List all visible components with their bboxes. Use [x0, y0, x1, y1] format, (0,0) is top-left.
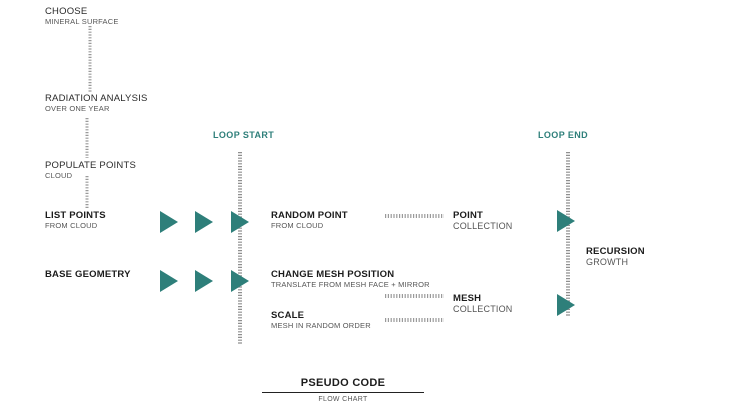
node-random-point: RANDOM POINT FROM CLOUD — [271, 210, 348, 230]
arrow-base-1 — [160, 270, 178, 292]
node-radiation: RADIATION ANALYSIS OVER ONE YEAR — [45, 93, 148, 113]
arrow-loop-end-point — [557, 210, 575, 232]
node-scale-title: SCALE — [271, 310, 305, 321]
node-recursion-title: RECURSION — [586, 246, 645, 257]
node-list-points: LIST POINTS FROM CLOUD — [45, 210, 106, 230]
node-populate-subtitle: CLOUD — [45, 171, 73, 180]
node-choose: CHOOSE MINERAL SURFACE — [45, 6, 119, 26]
arrow-loop-end-mesh — [557, 294, 575, 316]
node-populate-title: POPULATE POINTS — [45, 160, 136, 171]
node-recursion: RECURSION GROWTH — [586, 246, 645, 268]
node-random-point-subtitle: FROM CLOUD — [271, 221, 324, 230]
node-list-points-title: LIST POINTS — [45, 210, 106, 221]
node-radiation-subtitle: OVER ONE YEAR — [45, 104, 110, 113]
node-choose-title: CHOOSE — [45, 6, 88, 17]
node-point-title: POINT — [453, 210, 484, 221]
node-change-mesh-title: CHANGE MESH POSITION — [271, 269, 395, 280]
node-base-geometry: BASE GEOMETRY — [45, 269, 131, 280]
loop-end-label: LOOP END — [538, 130, 589, 140]
node-scale: SCALE MESH IN RANDOM ORDER — [271, 310, 371, 330]
arrow-list-1 — [160, 211, 178, 233]
node-recursion-subtitle: GROWTH — [586, 257, 629, 267]
node-change-mesh: CHANGE MESH POSITION TRANSLATE FROM MESH… — [271, 269, 430, 289]
node-mesh: MESH COLLECTION — [453, 293, 513, 315]
node-radiation-title: RADIATION ANALYSIS — [45, 93, 148, 104]
arrow-base-3 — [231, 270, 249, 292]
footer-subtitle: FLOW CHART — [318, 396, 368, 403]
node-change-mesh-subtitle: TRANSLATE FROM MESH FACE + MIRROR — [271, 280, 430, 289]
node-choose-subtitle: MINERAL SURFACE — [45, 17, 119, 26]
node-random-point-title: RANDOM POINT — [271, 210, 348, 221]
loop-start-label: LOOP START — [213, 130, 275, 140]
node-populate: POPULATE POINTS CLOUD — [45, 160, 136, 180]
node-point-subtitle: COLLECTION — [453, 221, 513, 231]
footer-title: PSEUDO CODE — [300, 377, 386, 389]
node-point: POINT COLLECTION — [453, 210, 513, 232]
node-list-points-subtitle: FROM CLOUD — [45, 221, 98, 230]
node-mesh-subtitle: COLLECTION — [453, 304, 513, 314]
node-mesh-title: MESH — [453, 293, 482, 304]
footer-rule — [262, 392, 424, 393]
node-base-geometry-title: BASE GEOMETRY — [45, 269, 131, 280]
arrow-list-3 — [231, 211, 249, 233]
node-scale-subtitle: MESH IN RANDOM ORDER — [271, 321, 371, 330]
arrow-base-2 — [195, 270, 213, 292]
arrow-list-2 — [195, 211, 213, 233]
